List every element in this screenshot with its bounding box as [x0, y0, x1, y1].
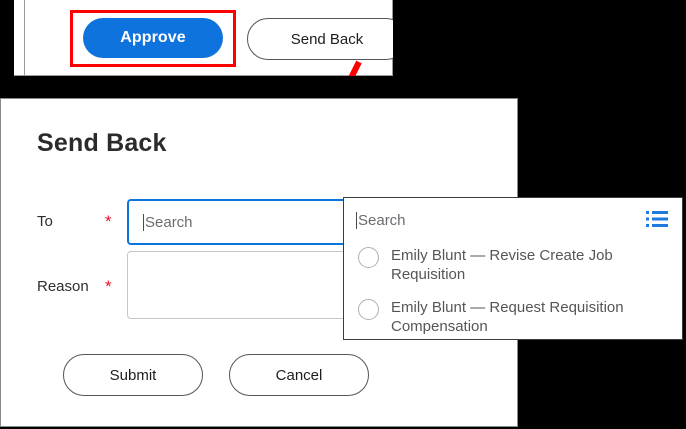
text-caret [143, 213, 144, 231]
dropdown-option-label: Emily Blunt — Request Requisition Compen… [391, 299, 624, 335]
submit-button[interactable]: Submit [63, 354, 203, 396]
dropdown-option[interactable]: Emily Blunt — Revise Create Job Requisit… [344, 246, 682, 284]
radio-icon[interactable] [358, 299, 379, 320]
reason-field-label: Reason [37, 278, 89, 295]
dropdown-search-row[interactable]: Search [344, 198, 682, 242]
to-field-dropdown: Search Emily Blunt — Revise Create Job R… [343, 197, 683, 340]
to-field-label: To [37, 213, 53, 230]
approve-button[interactable]: Approve [83, 18, 223, 58]
background-mask [0, 76, 393, 98]
approve-highlight-annotation [70, 10, 236, 67]
dropdown-text-caret [356, 211, 357, 229]
background-mask [0, 427, 518, 429]
radio-icon[interactable] [358, 247, 379, 268]
dropdown-option-label: Emily Blunt — Revise Create Job Requisit… [391, 247, 613, 283]
background-mask [393, 0, 686, 98]
dropdown-search-placeholder: Search [358, 211, 406, 229]
send-back-dialog: Send Back To * Search Reason * Submit Ca… [0, 98, 518, 427]
approval-action-bar: Approve Send Back [14, 0, 407, 76]
to-required-marker: * [105, 212, 112, 231]
list-view-icon[interactable] [646, 210, 668, 228]
approval-action-bar-inner: Approve Send Back [24, 0, 407, 75]
list-view-icon-glyph [646, 211, 668, 227]
dropdown-search-input[interactable]: Search [356, 211, 406, 229]
to-input-placeholder: Search [145, 213, 193, 231]
reason-required-marker: * [105, 277, 112, 296]
dialog-footer-buttons: Submit Cancel [63, 354, 483, 398]
send-back-button[interactable]: Send Back [247, 18, 407, 60]
dropdown-option[interactable]: Emily Blunt — Request Requisition Compen… [344, 298, 682, 336]
background-mask [0, 0, 14, 98]
dialog-title: Send Back [37, 129, 167, 157]
cancel-button[interactable]: Cancel [229, 354, 369, 396]
